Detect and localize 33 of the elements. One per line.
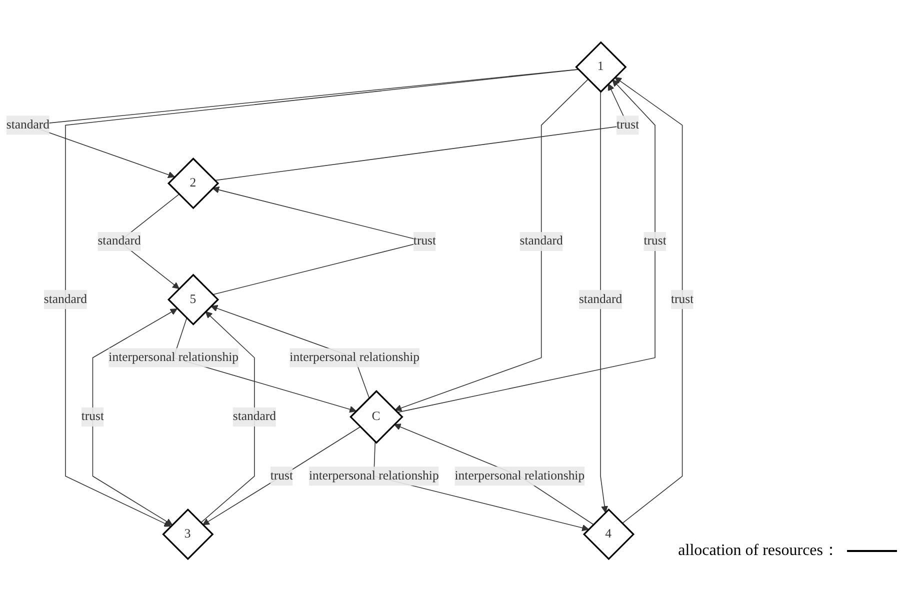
edge-label: trust [616,118,640,132]
edge-label: trust [413,234,436,248]
node-diamond: 3 [162,508,214,560]
arrow [92,308,178,526]
arrow [373,441,589,532]
edge-label: standard [520,234,563,248]
edge-label: standard [578,292,622,306]
arrow [394,78,588,412]
edge-label: interpersonal relationship [454,468,585,482]
node-diamond: 1 [575,41,627,93]
arrow [614,76,683,524]
node-diamond: 4 [582,508,635,560]
arrow [65,68,579,527]
node-diamond: 2 [167,157,220,209]
edge-label: trust [81,410,104,424]
arrow [396,79,656,413]
edge-label: standard [6,118,50,132]
legend-label: allocation of resources： [678,541,839,561]
edge-label: standard [232,410,276,424]
edge-label: interpersonal relationship [290,350,420,364]
edge-label: trust [270,468,294,482]
node-diamond: 5 [167,274,220,326]
node-diamond: C [350,390,404,444]
arrow [600,91,608,513]
edge-label: standard [44,292,88,306]
edge-label: standard [98,234,141,248]
arrow [200,311,255,524]
edge-label: trust [670,292,694,306]
arrow [394,423,594,525]
edge-label: interpersonal relationship [108,350,239,364]
edge-label: trust [644,234,666,248]
arrow [202,426,361,525]
edge-label: interpersonal relationship [308,468,439,482]
